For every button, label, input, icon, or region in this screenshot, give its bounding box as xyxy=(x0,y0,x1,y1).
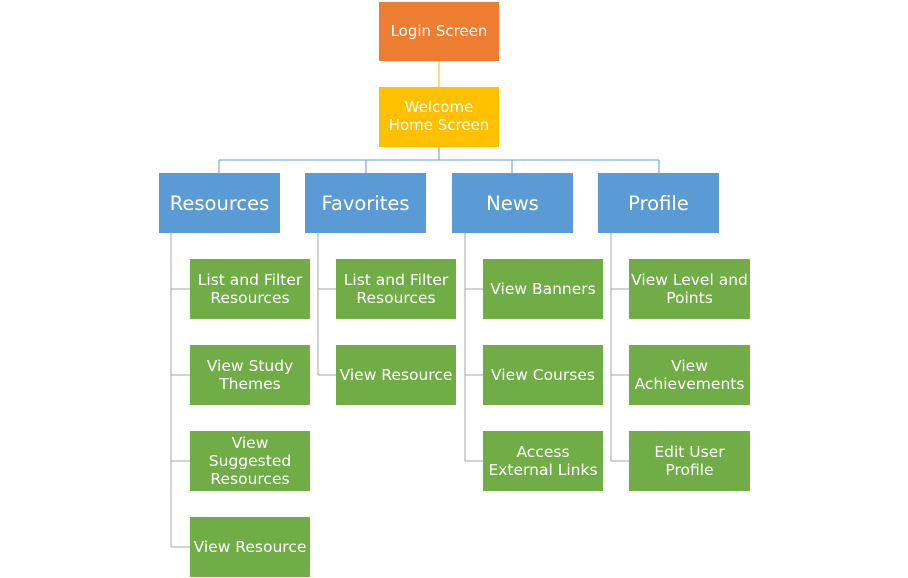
resources-item-view-resource: View Resource xyxy=(190,517,310,577)
favorites-item-list-filter: List and Filter Resources xyxy=(336,259,456,319)
profile-item-edit-profile: Edit User Profile xyxy=(629,431,750,491)
resources-item-suggested: View Suggested Resources xyxy=(190,431,310,491)
favorites-item-view-resource: View Resource xyxy=(336,345,456,405)
section-node-profile: Profile xyxy=(598,173,719,233)
news-item-external-links: Access External Links xyxy=(483,431,603,491)
news-item-view-banners: View Banners xyxy=(483,259,603,319)
home-screen-node: Welcome Home Screen xyxy=(379,87,499,147)
profile-item-achievements: View Achievements xyxy=(629,345,750,405)
resources-item-list-filter: List and Filter Resources xyxy=(190,259,310,319)
section-node-favorites: Favorites xyxy=(305,173,426,233)
login-screen-node: Login Screen xyxy=(379,2,499,61)
news-item-view-courses: View Courses xyxy=(483,345,603,405)
section-node-news: News xyxy=(452,173,573,233)
resources-item-study-themes: View Study Themes xyxy=(190,345,310,405)
profile-item-level-points: View Level and Points xyxy=(629,259,750,319)
section-node-resources: Resources xyxy=(159,173,280,233)
